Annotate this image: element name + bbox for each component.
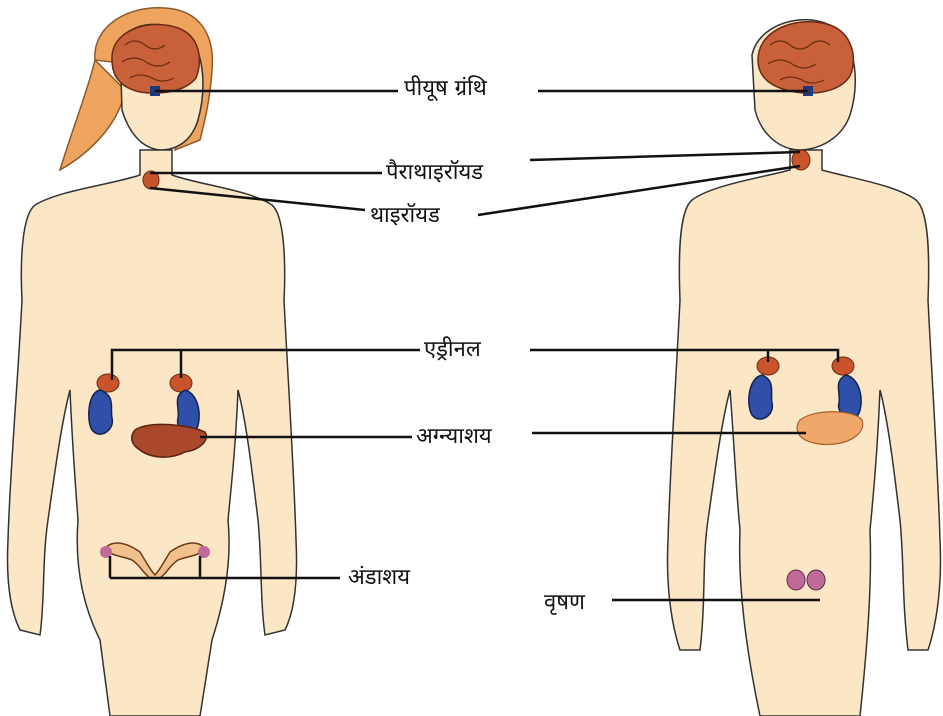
- label-ovary: अंडाशय: [344, 565, 414, 591]
- male-figure: [668, 20, 941, 716]
- label-testis: वृषण: [540, 590, 589, 616]
- label-thyroid: थाइरॉयड: [366, 203, 444, 229]
- female-figure: [8, 8, 297, 716]
- male-kidney-left: [749, 375, 773, 419]
- label-parathyroid: पैराथाइरॉयड: [382, 160, 487, 186]
- line-parathyroid-right: [530, 152, 800, 160]
- female-adrenal-left: [97, 374, 119, 392]
- male-testis-left: [787, 570, 805, 590]
- female-kidney-left: [89, 390, 113, 434]
- male-adrenal-right: [832, 357, 854, 375]
- label-pancreas: अग्न्याशय: [412, 424, 496, 450]
- female-brain: [112, 25, 199, 94]
- label-pituitary: पीयूष ग्रंथि: [400, 76, 491, 102]
- male-testis-right: [807, 570, 825, 590]
- label-adrenal: एड्रीनल: [420, 337, 485, 363]
